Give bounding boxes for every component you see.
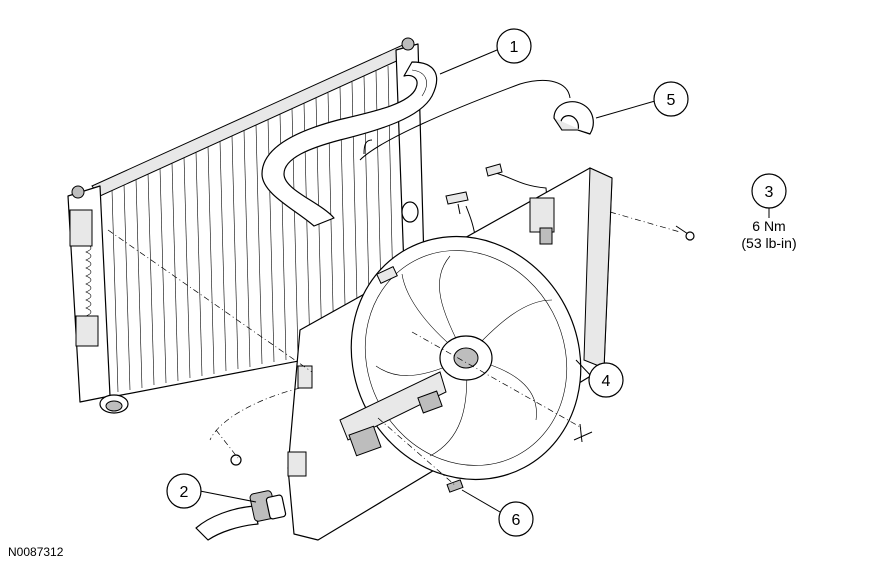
callout-3: 3 6 Nm (53 lb-in) bbox=[741, 173, 797, 251]
callout-3-number: 3 bbox=[765, 184, 774, 201]
fan-shroud bbox=[287, 167, 613, 541]
callout-3-torque-lbin: (53 lb-in) bbox=[741, 235, 796, 251]
callout-5-number: 5 bbox=[667, 92, 676, 109]
bolt-6 bbox=[446, 479, 464, 493]
hose-bracket bbox=[553, 101, 594, 135]
upper-hose bbox=[261, 61, 438, 227]
callout-3-torque-nm: 6 Nm bbox=[752, 218, 785, 234]
lower-hose bbox=[195, 490, 287, 541]
pin-lower-right bbox=[573, 423, 593, 443]
callout-1-number: 1 bbox=[510, 39, 519, 56]
callout-1: 1 bbox=[496, 28, 532, 64]
retaining-clips bbox=[445, 163, 503, 215]
leader-lines bbox=[199, 49, 770, 513]
callout-6: 6 bbox=[498, 501, 534, 537]
bolt-3 bbox=[675, 225, 695, 241]
bolt-lower-left bbox=[230, 454, 242, 466]
callout-2-number: 2 bbox=[180, 484, 189, 501]
figure-id: N0087312 bbox=[8, 545, 64, 559]
callout-6-number: 6 bbox=[512, 512, 521, 529]
left-tank-ribs bbox=[85, 235, 92, 317]
callout-4: 4 bbox=[588, 362, 624, 398]
callout-2: 2 bbox=[166, 473, 202, 509]
callout-5: 5 bbox=[653, 81, 689, 117]
callout-4-number: 4 bbox=[602, 373, 611, 390]
alignment-lines bbox=[107, 211, 681, 487]
